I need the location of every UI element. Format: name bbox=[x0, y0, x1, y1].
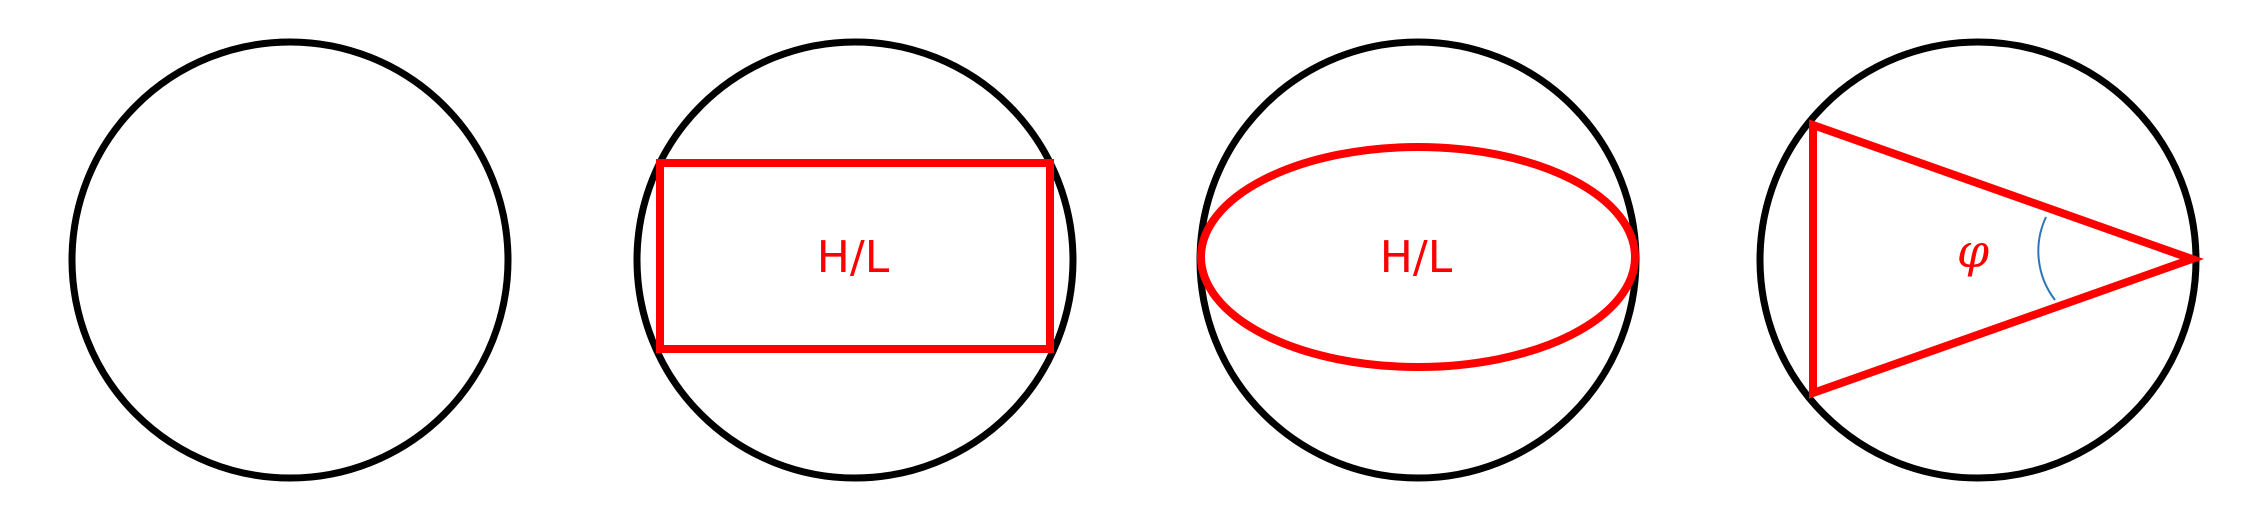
outer-circle bbox=[633, 38, 1077, 482]
outer-circle bbox=[68, 38, 512, 482]
panel-circle bbox=[68, 38, 512, 482]
inscribed-ellipse bbox=[1197, 143, 1639, 371]
inscribed-triangle bbox=[1809, 119, 2204, 399]
ellipse-aspect-label: H/L bbox=[1380, 232, 1453, 283]
panel-ellipse: H/L bbox=[1196, 38, 1640, 482]
apex-angle-arc bbox=[2037, 216, 2056, 301]
rectangle-aspect-label: H/L bbox=[817, 232, 890, 283]
apex-angle-label: φ bbox=[1957, 224, 1990, 278]
inscribed-rectangle bbox=[656, 159, 1054, 353]
panel-triangle: φ bbox=[1756, 38, 2204, 482]
panel-rectangle: H/L bbox=[633, 38, 1077, 482]
